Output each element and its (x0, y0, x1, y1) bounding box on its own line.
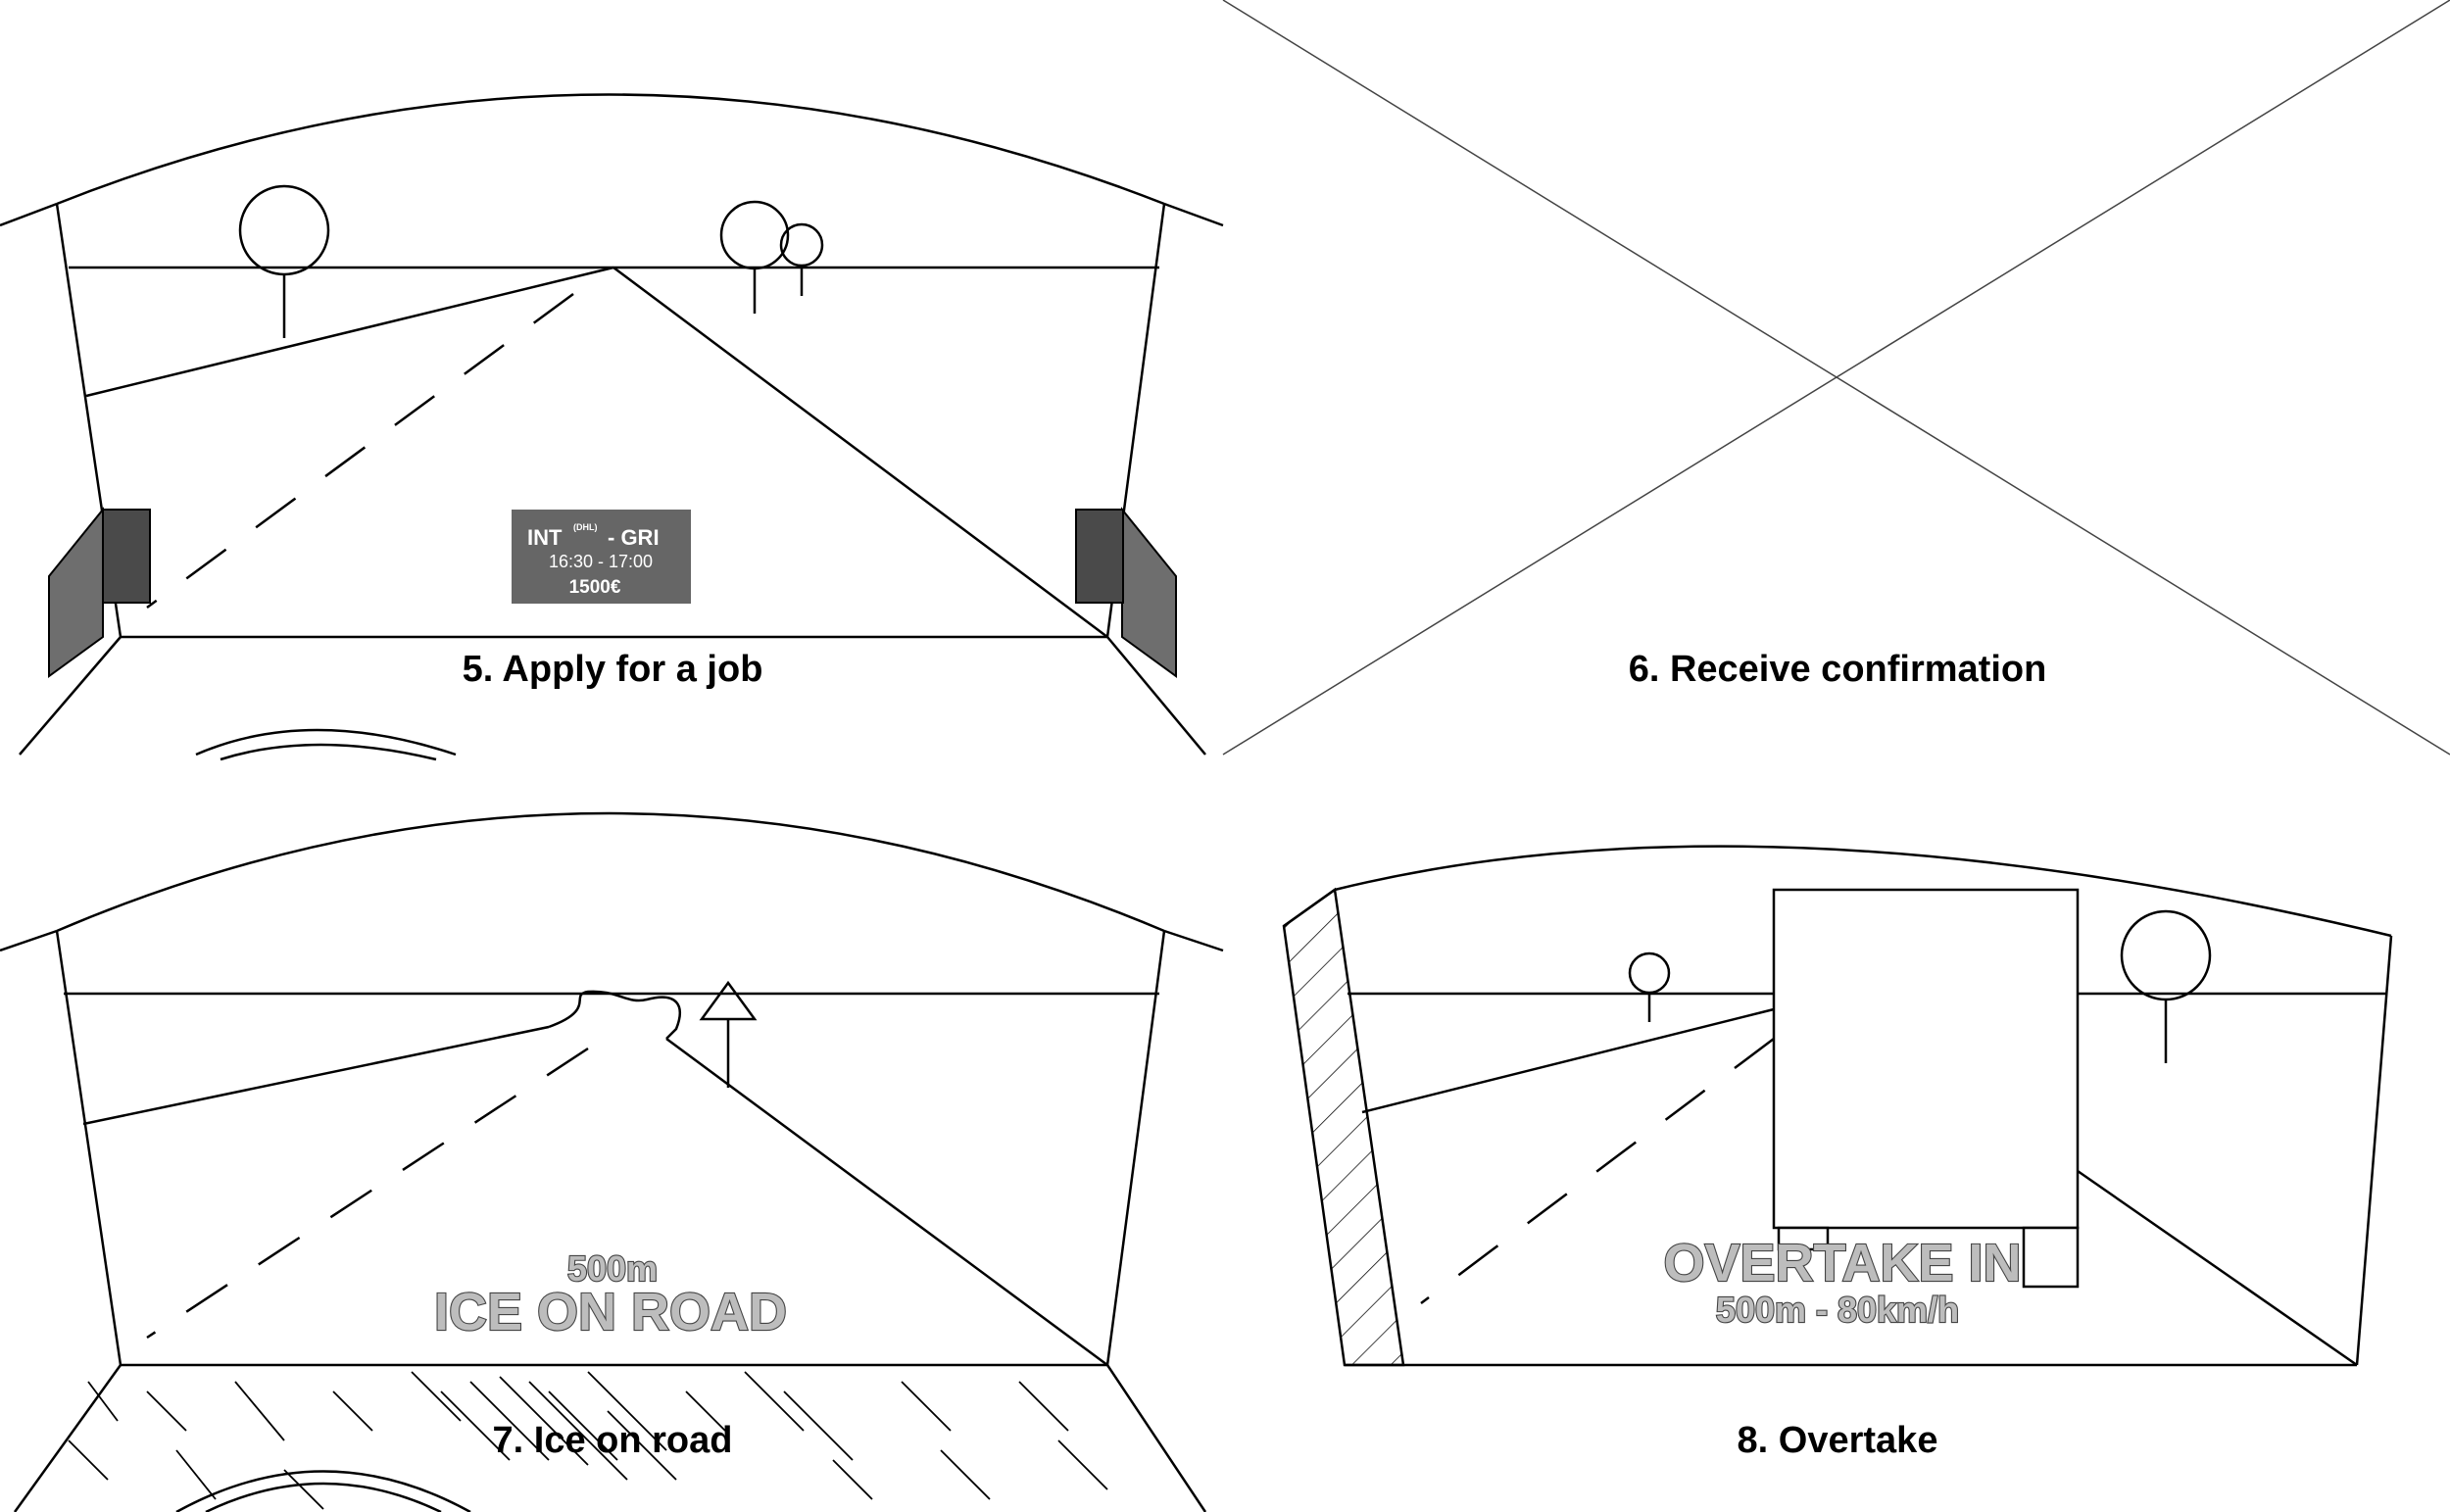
hud-overtake-detail: 500m - 80km/h (1716, 1290, 1959, 1330)
lane-marking (146, 1047, 589, 1340)
road-left-edge (82, 1025, 550, 1126)
panel-receive-confirmation (1222, 0, 2450, 756)
caption-ice-on-road: 7. Ice on road (493, 1420, 733, 1461)
steering-wheel (175, 1470, 471, 1512)
job-route-from: INT (527, 525, 563, 550)
windshield-frame (56, 811, 1165, 933)
panel-overtake (1283, 845, 2393, 1367)
tree (1628, 951, 1671, 995)
road-right-edge (2077, 1169, 2358, 1367)
placeholder-cross (1222, 0, 2450, 756)
tree (238, 184, 330, 276)
mirror-right (1075, 507, 1177, 678)
windshield-frame (1334, 845, 2392, 938)
panel-apply-job (0, 93, 1224, 761)
windshield-frame (56, 93, 1165, 206)
tree (719, 200, 790, 270)
a-pillar (1282, 887, 1405, 1367)
winding-road (548, 990, 681, 1040)
hud-ice-warning: ICE ON ROAD (434, 1283, 787, 1341)
job-route-company: (DHL) (573, 522, 598, 532)
road-left-edge (1361, 1007, 1775, 1114)
lane-marking (146, 292, 574, 610)
caption-apply-job: 5. Apply for a job (463, 649, 763, 690)
job-time: 16:30 - 17:00 (549, 552, 653, 571)
warning-sign-icon (699, 980, 758, 1021)
ice-streaks (68, 1371, 1108, 1510)
lane-marking (1420, 1038, 1775, 1304)
mirror-left (48, 507, 151, 678)
caption-overtake: 8. Overtake (1738, 1420, 1938, 1461)
job-card[interactable]: INT (DHL) - GRI 16:30 - 17:00 1500€ (512, 510, 691, 604)
panel-ice-on-road (0, 811, 1224, 1512)
caption-receive-confirmation: 6. Receive confirmation (1629, 649, 2047, 690)
tree (2120, 909, 2212, 1001)
job-price: 1500€ (569, 577, 621, 598)
hud-ice-distance: 500m (567, 1248, 658, 1289)
steering-wheel (195, 728, 457, 756)
truck-ahead (1772, 888, 2080, 1289)
road-left-edge (85, 266, 614, 398)
road-right-edge (665, 1037, 1108, 1367)
hud-overtake-title: OVERTAKE IN (1663, 1234, 2021, 1293)
road-right-edge (612, 266, 1108, 639)
job-route-to: - GRI (608, 525, 660, 550)
